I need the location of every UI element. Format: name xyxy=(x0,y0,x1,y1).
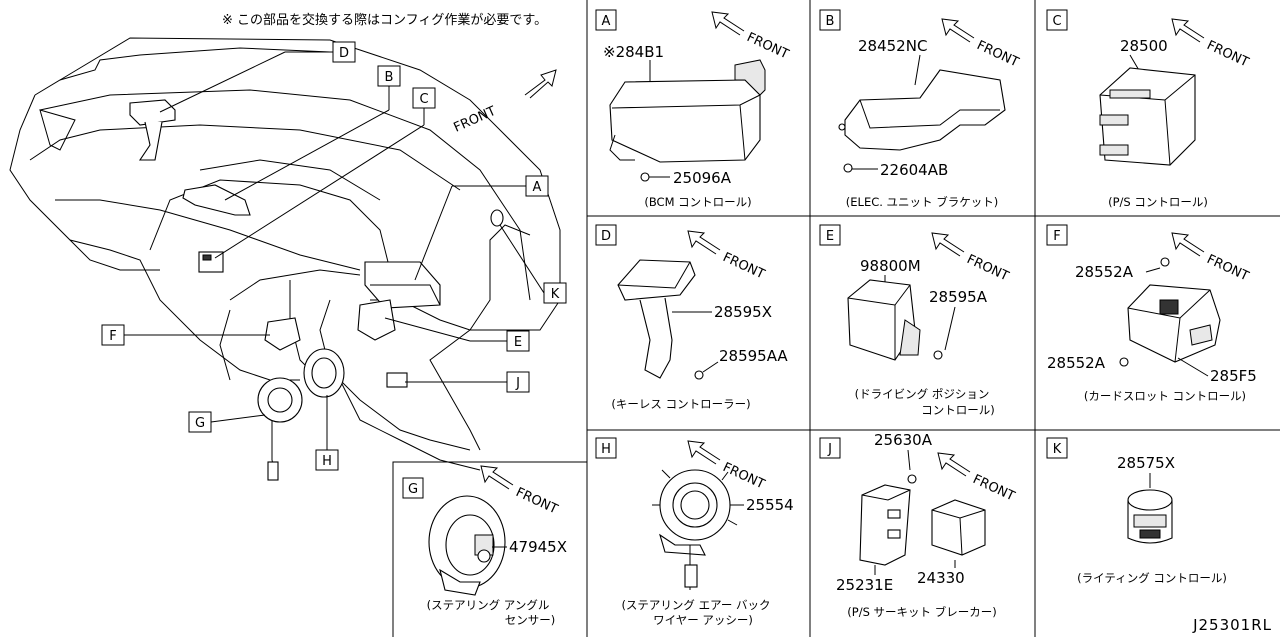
panel-f: F FRONT 28552A 28552A 285F5 (カードスロット コント… xyxy=(1046,224,1257,403)
panel-j-caption: (P/S サーキット ブレーカー) xyxy=(847,605,996,619)
svg-text:FRONT: FRONT xyxy=(720,250,767,282)
panel-c-caption: (P/S コントロール) xyxy=(1108,195,1208,209)
panel-e-caption-2: コントロール) xyxy=(921,403,995,417)
panel-g-part-1: 47945X xyxy=(509,538,567,556)
panel-d: D FRONT 28595X 28595AA (キーレス コントローラー) xyxy=(595,224,788,411)
panel-a-part-1: ※284B1 xyxy=(603,43,664,61)
header-note: ※ この部品を交換する際はコンフィグ作業が必要です。 xyxy=(222,12,547,28)
panel-d-caption: (キーレス コントローラー) xyxy=(611,397,750,411)
svg-text:FRONT: FRONT xyxy=(1204,38,1251,70)
panel-a: A FRONT ※284B1 25096A (BCM コントロール) xyxy=(595,9,791,209)
panel-d-letter: D xyxy=(601,229,611,244)
panel-e-caption: (ドライビング ポジション xyxy=(855,387,990,401)
panel-g: G FRONT 47945X (ステアリング アングル センサー) xyxy=(402,465,567,627)
panel-e-part-2: 28595A xyxy=(929,288,988,306)
panel-f-letter: F xyxy=(1053,229,1060,244)
overview-tag-j: J xyxy=(515,376,520,391)
panel-f-caption: (カードスロット コントロール) xyxy=(1084,389,1246,403)
panel-j-letter: J xyxy=(827,442,832,457)
overview-tag-h: G xyxy=(195,416,205,431)
panel-b-part-1: 28452NC xyxy=(858,37,927,55)
panel-h-caption: (ステアリング エアー バック xyxy=(621,598,770,612)
svg-text:FRONT: FRONT xyxy=(970,472,1017,504)
panel-e: E FRONT 98800M 28595A (ドライビング ポジション コントロ… xyxy=(819,224,1011,417)
panel-c-letter: C xyxy=(1052,14,1061,29)
panel-e-letter: E xyxy=(826,229,834,244)
panel-k-caption: (ライティング コントロール) xyxy=(1077,571,1227,585)
panel-a-caption: (BCM コントロール) xyxy=(644,195,751,209)
panel-c-part-1: 28500 xyxy=(1120,37,1168,55)
overview-tag-f: F xyxy=(109,329,116,344)
panel-a-letter: A xyxy=(602,14,611,29)
overview-tag-a: A xyxy=(533,180,542,195)
panel-b-caption: (ELEC. ユニット ブラケット) xyxy=(846,195,998,209)
overview-tag-d: D xyxy=(339,46,349,61)
panel-j-part-3: 24330 xyxy=(917,569,965,587)
panel-j-part-1: 25630A xyxy=(874,431,933,449)
panel-f-part-1: 28552A xyxy=(1075,263,1134,281)
panel-b-letter: B xyxy=(826,14,835,29)
diagram-code: J25301RL xyxy=(1192,616,1272,634)
panel-k-letter: K xyxy=(1053,442,1062,457)
panel-j: J FRONT 25630A 25231E 24330 (P/S サーキット ブ… xyxy=(819,431,1017,619)
panel-k: K 28575X (ライティング コントロール) xyxy=(1046,437,1227,585)
panel-h: H FRONT 25554 (ステアリング エアー バック ワイヤー アッシー) xyxy=(595,437,794,627)
svg-text:FRONT: FRONT xyxy=(974,38,1021,70)
dashboard-overview xyxy=(9,37,561,481)
svg-text:FRONT: FRONT xyxy=(452,104,499,136)
panel-d-part-2: 28595AA xyxy=(719,347,788,365)
panel-grid xyxy=(392,0,1280,637)
panel-j-part-2: 25231E xyxy=(836,576,893,594)
panel-h-letter: H xyxy=(601,442,611,457)
svg-text:FRONT: FRONT xyxy=(744,30,791,62)
overview-tag-b: B xyxy=(385,70,394,85)
panel-g-caption-2: センサー) xyxy=(505,613,556,627)
panel-k-part-1: 28575X xyxy=(1117,454,1175,472)
panel-a-part-2: 25096A xyxy=(673,169,732,187)
overview-tag-c: C xyxy=(419,92,428,107)
overview-tag-g: H xyxy=(322,454,332,469)
panel-b-part-2: 22604AB xyxy=(880,161,948,179)
panel-e-part-1: 98800M xyxy=(860,257,921,275)
overview-tag-e: E xyxy=(514,335,522,350)
panel-f-part-3: 285F5 xyxy=(1210,367,1257,385)
panel-f-part-2: 28552A xyxy=(1047,354,1106,372)
svg-text:FRONT: FRONT xyxy=(513,485,560,517)
svg-text:FRONT: FRONT xyxy=(720,460,767,492)
panel-c: C FRONT 28500 (P/S コントロール) xyxy=(1046,9,1251,209)
svg-text:FRONT: FRONT xyxy=(1204,252,1251,284)
panel-b: B FRONT 28452NC 22604AB (ELEC. ユニット ブラケッ… xyxy=(819,9,1021,209)
panel-g-caption: (ステアリング アングル xyxy=(427,598,550,612)
panel-h-caption-2: ワイヤー アッシー) xyxy=(653,613,753,627)
svg-text:FRONT: FRONT xyxy=(964,252,1011,284)
panel-d-part-1: 28595X xyxy=(714,303,772,321)
overview-tag-k: K xyxy=(551,287,560,302)
panel-h-part-1: 25554 xyxy=(746,496,794,514)
overview-front-arrow: FRONT xyxy=(452,69,557,136)
panel-g-letter: G xyxy=(408,482,418,497)
overview-tags: D B C A K E F J G H xyxy=(101,41,567,471)
